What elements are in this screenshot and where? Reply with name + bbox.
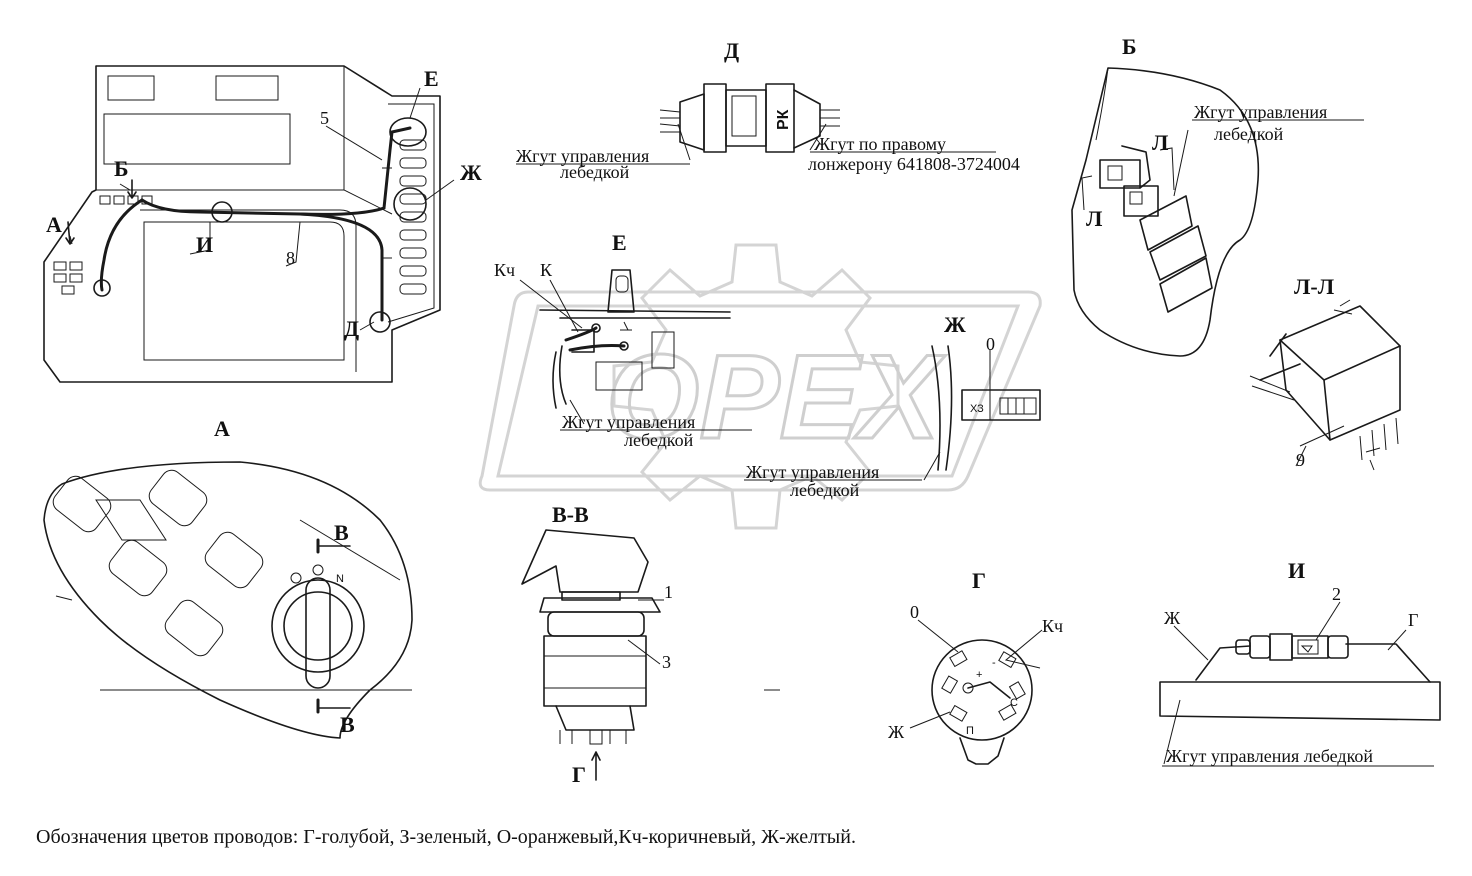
g-c: С <box>1010 697 1018 709</box>
watermark-text: OPEX <box>606 330 946 464</box>
label-9: 9 <box>1296 450 1305 470</box>
view-g-switch-rear: Г + - С П 0 Кч Ж <box>888 568 1063 765</box>
harness-winch-label-e-1: Жгут управления <box>562 412 695 432</box>
view-a-detail: А N В В <box>43 416 413 739</box>
harness-winch-label-b-2: лебедкой <box>1214 124 1284 144</box>
label-k: К <box>540 260 553 280</box>
view-e-title: Е <box>612 230 627 255</box>
label-kch: Кч <box>494 260 515 280</box>
svg-text:N: N <box>336 573 344 585</box>
harness-winch-label-b-1: Жгут управления <box>1194 102 1327 122</box>
label-v-2: В <box>340 712 355 737</box>
dashboard-main-view: Е 5 Ж Б А И 8 Д <box>43 65 482 383</box>
view-g-title: Г <box>972 568 986 593</box>
label-zh-main: Ж <box>460 160 482 185</box>
label-i-zh: Ж <box>1164 608 1181 628</box>
view-d-title: Д <box>724 38 739 63</box>
harness-winch-label-d-2: лебедкой <box>560 162 630 182</box>
label-i-g: Г <box>1408 610 1418 630</box>
pk-marking: РК <box>775 109 792 130</box>
view-e-detail: Е Кч К Жгут управления лебедкой <box>494 230 752 450</box>
label-5: 5 <box>320 108 329 128</box>
label-3: 3 <box>662 652 671 672</box>
view-a-title: А <box>214 416 230 441</box>
vent-slots <box>399 139 427 295</box>
label-i-main: И <box>196 232 213 257</box>
label-l-1: Л <box>1152 130 1169 155</box>
view-ll-switch: Л-Л 9 <box>1249 274 1401 471</box>
harness-right-label-1: Жгут по правому <box>814 134 946 154</box>
svg-text:ХЗ: ХЗ <box>970 403 984 415</box>
label-g-kch: Кч <box>1042 616 1063 636</box>
view-zh-detail: Ж ХЗ 0 Жгут управления лебедкой <box>744 312 1041 500</box>
g-minus: - <box>992 657 996 669</box>
view-ll-title: Л-Л <box>1294 274 1335 299</box>
label-1: 1 <box>664 582 673 602</box>
watermark: OPEX <box>478 243 1042 530</box>
view-vv-section: В-В 1 3 Г <box>521 502 780 787</box>
view-zh-title: Ж <box>944 312 966 337</box>
g-p: П <box>966 725 974 737</box>
label-e-main: Е <box>424 66 439 91</box>
wire-color-legend: Обозначения цветов проводов: Г-голубой, … <box>36 826 856 848</box>
label-g-zero: 0 <box>910 602 919 622</box>
g-plus: + <box>976 669 982 681</box>
label-l-2: Л <box>1086 206 1103 231</box>
view-d-connector: Д РК Жгут управления лебедкой Жгут по пр… <box>516 38 1020 182</box>
switch-panel-small <box>53 261 83 295</box>
view-b-switch-block: Б Жгут управления лебедкой Л Л <box>1071 34 1364 357</box>
harness-winch-label-e-2: лебедкой <box>624 430 694 450</box>
view-vv-title: В-В <box>552 502 589 527</box>
label-g-arrow: Г <box>572 762 586 787</box>
harness-winch-label-zh-2: лебедкой <box>790 480 860 500</box>
label-b-main: Б <box>114 156 129 181</box>
label-v-1: В <box>334 520 349 545</box>
harness-winch-label-i: Жгут управления лебедкой <box>1166 746 1373 766</box>
label-d-main: Д <box>344 316 359 341</box>
label-g-zh: Ж <box>888 722 905 742</box>
view-i-title: И <box>1288 558 1305 583</box>
harness-winch-label-zh-1: Жгут управления <box>746 462 879 482</box>
label-8: 8 <box>286 248 295 268</box>
harness-winch-label-d-1: Жгут управления <box>516 146 649 166</box>
view-b-title: Б <box>1122 34 1137 59</box>
label-i-2: 2 <box>1332 584 1341 604</box>
view-i-diode-joint: И Ж 2 Г Жгут управления лебедкой <box>1159 558 1441 767</box>
label-zero-zh: 0 <box>986 334 995 354</box>
label-a-main: А <box>46 212 62 237</box>
harness-right-label-2: лонжерону 641808-3724004 <box>808 154 1020 174</box>
